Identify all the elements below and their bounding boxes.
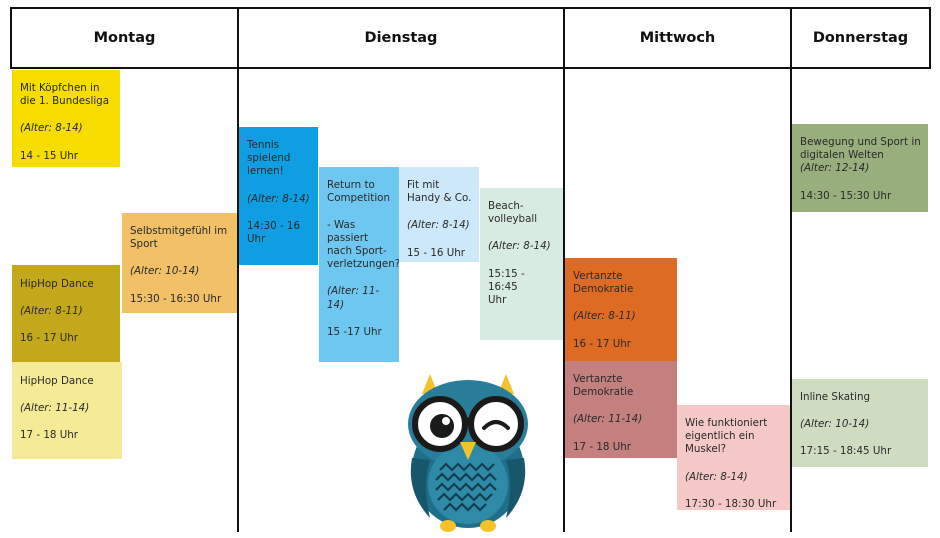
event-time: 16 - 17 Uhr [573,337,632,350]
event-title: Wie funktioniert eigentlich ein Muskel? [685,417,768,456]
column-divider-1 [237,7,239,532]
header-top-border [10,7,930,9]
event-card-return-to-competition[interactable]: Return to Competition - Was passiert nac… [319,167,399,362]
event-age: (Alter: 11-14) [573,413,643,426]
event-time: 15:30 - 16:30 Uhr [130,292,222,305]
event-time: 14 - 15 Uhr [20,149,79,162]
event-card-hiphop-dance-8-11[interactable]: HipHop Dance (Alter: 8-11) 16 - 17 Uhr [12,265,120,362]
event-title: Mit Köpfchen in die 1. Bundesliga [20,82,110,108]
event-title: Bewegung und Sport in digitalen Welten [800,136,921,162]
event-time: 17 - 18 Uhr [573,440,632,453]
event-age: (Alter: 8-14) [407,219,470,232]
event-title: Selbstmitgefühl im Sport [130,225,228,251]
column-divider-left [10,7,12,69]
event-card-koepfchen[interactable]: Mit Köpfchen in die 1. Bundesliga (Alter… [12,70,120,167]
event-age: (Alter: 11-14) [327,285,380,311]
event-age: (Alter: 10-14) [130,265,200,278]
header-bottom-border [10,67,930,69]
event-time: 15 -17 Uhr [327,325,382,338]
event-age: (Alter: 8-14) [685,470,748,483]
event-card-hiphop-dance-11-14[interactable]: HipHop Dance (Alter: 11-14) 17 - 18 Uhr [12,362,122,459]
event-age: (Alter: 12-14) [800,162,870,175]
event-title: Return to Competition - Was passiert nac… [327,179,399,271]
event-card-tennis[interactable]: Tennis spielend lernen! (Alter: 8-14) 14… [239,127,318,265]
event-title: Tennis spielend lernen! [247,139,291,178]
event-time: 17:30 - 18:30 Uhr [685,497,777,510]
day-header-donnerstag: Donnerstag [812,30,909,46]
column-divider-right [929,7,931,69]
event-time: 14:30 - 16 Uhr [247,219,301,246]
event-card-muskel[interactable]: Wie funktioniert eigentlich ein Muskel? … [677,405,790,510]
event-age: (Alter: 8-11) [20,305,83,318]
event-card-bewegung-digitale-welten[interactable]: Bewegung und Sport in digitalen Welten (… [792,124,928,212]
event-card-fit-mit-handy[interactable]: Fit mit Handy & Co. (Alter: 8-14) 15 - 1… [399,167,479,262]
event-title: Vertanzte Demokratie [573,373,634,399]
event-time: 17:15 - 18:45 Uhr [800,445,892,458]
event-title: Inline Skating [800,391,871,403]
event-time: 16 - 17 Uhr [20,332,79,345]
day-header-dienstag: Dienstag [364,30,438,46]
event-title: Fit mit Handy & Co. [407,179,472,205]
column-divider-3 [790,7,792,532]
event-time: 17 - 18 Uhr [20,429,79,442]
event-age: (Alter: 10-14) [800,418,870,431]
event-title: Vertanzte Demokratie [573,270,634,296]
event-age: (Alter: 11-14) [20,402,90,415]
event-age: (Alter: 8-14) [488,240,551,253]
event-title: Beach- volleyball [488,200,538,226]
day-header-montag: Montag [93,30,156,46]
event-time: 15 - 16 Uhr [407,246,466,259]
day-header-mittwoch: Mittwoch [639,30,716,46]
event-card-inline-skating[interactable]: Inline Skating (Alter: 10-14) 17:15 - 18… [792,379,928,467]
event-title: HipHop Dance [20,278,94,290]
owl-mascot-icon [408,374,528,532]
event-card-vertanzte-demokratie-8-11[interactable]: Vertanzte Demokratie (Alter: 8-11) 16 - … [565,258,677,361]
event-time: 14:30 - 15:30 Uhr [800,189,892,202]
event-age: (Alter: 8-11) [573,310,636,323]
event-time: 15:15 - 16:45 Uhr [488,267,525,307]
event-age: (Alter: 8-14) [247,192,310,205]
event-card-vertanzte-demokratie-11-14[interactable]: Vertanzte Demokratie (Alter: 11-14) 17 -… [565,361,677,458]
event-card-beachvolleyball[interactable]: Beach- volleyball (Alter: 8-14) 15:15 - … [480,188,563,340]
column-divider-2 [563,7,565,532]
event-age: (Alter: 8-14) [20,122,83,135]
event-title: HipHop Dance [20,375,94,387]
event-card-selbstmitgefuehl[interactable]: Selbstmitgefühl im Sport (Alter: 10-14) … [122,213,237,313]
